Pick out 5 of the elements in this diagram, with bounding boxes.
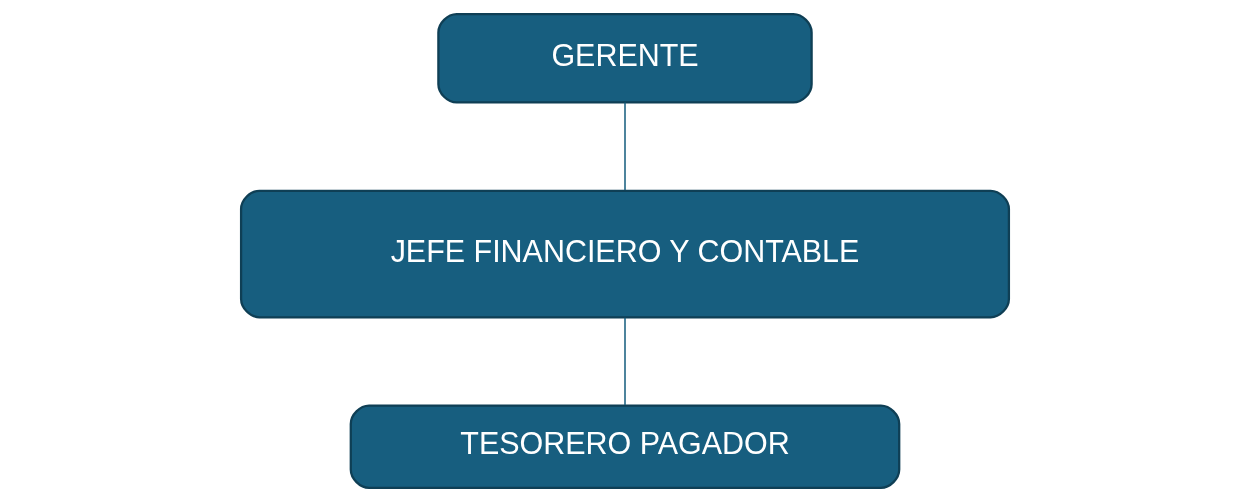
connector — [623, 316, 626, 406]
connector — [623, 101, 626, 191]
node-box: GERENTE — [436, 12, 813, 104]
node-box: JEFE FINANCIERO Y CONTABLE — [239, 189, 1010, 319]
node-box: TESORERO PAGADOR — [349, 404, 900, 490]
